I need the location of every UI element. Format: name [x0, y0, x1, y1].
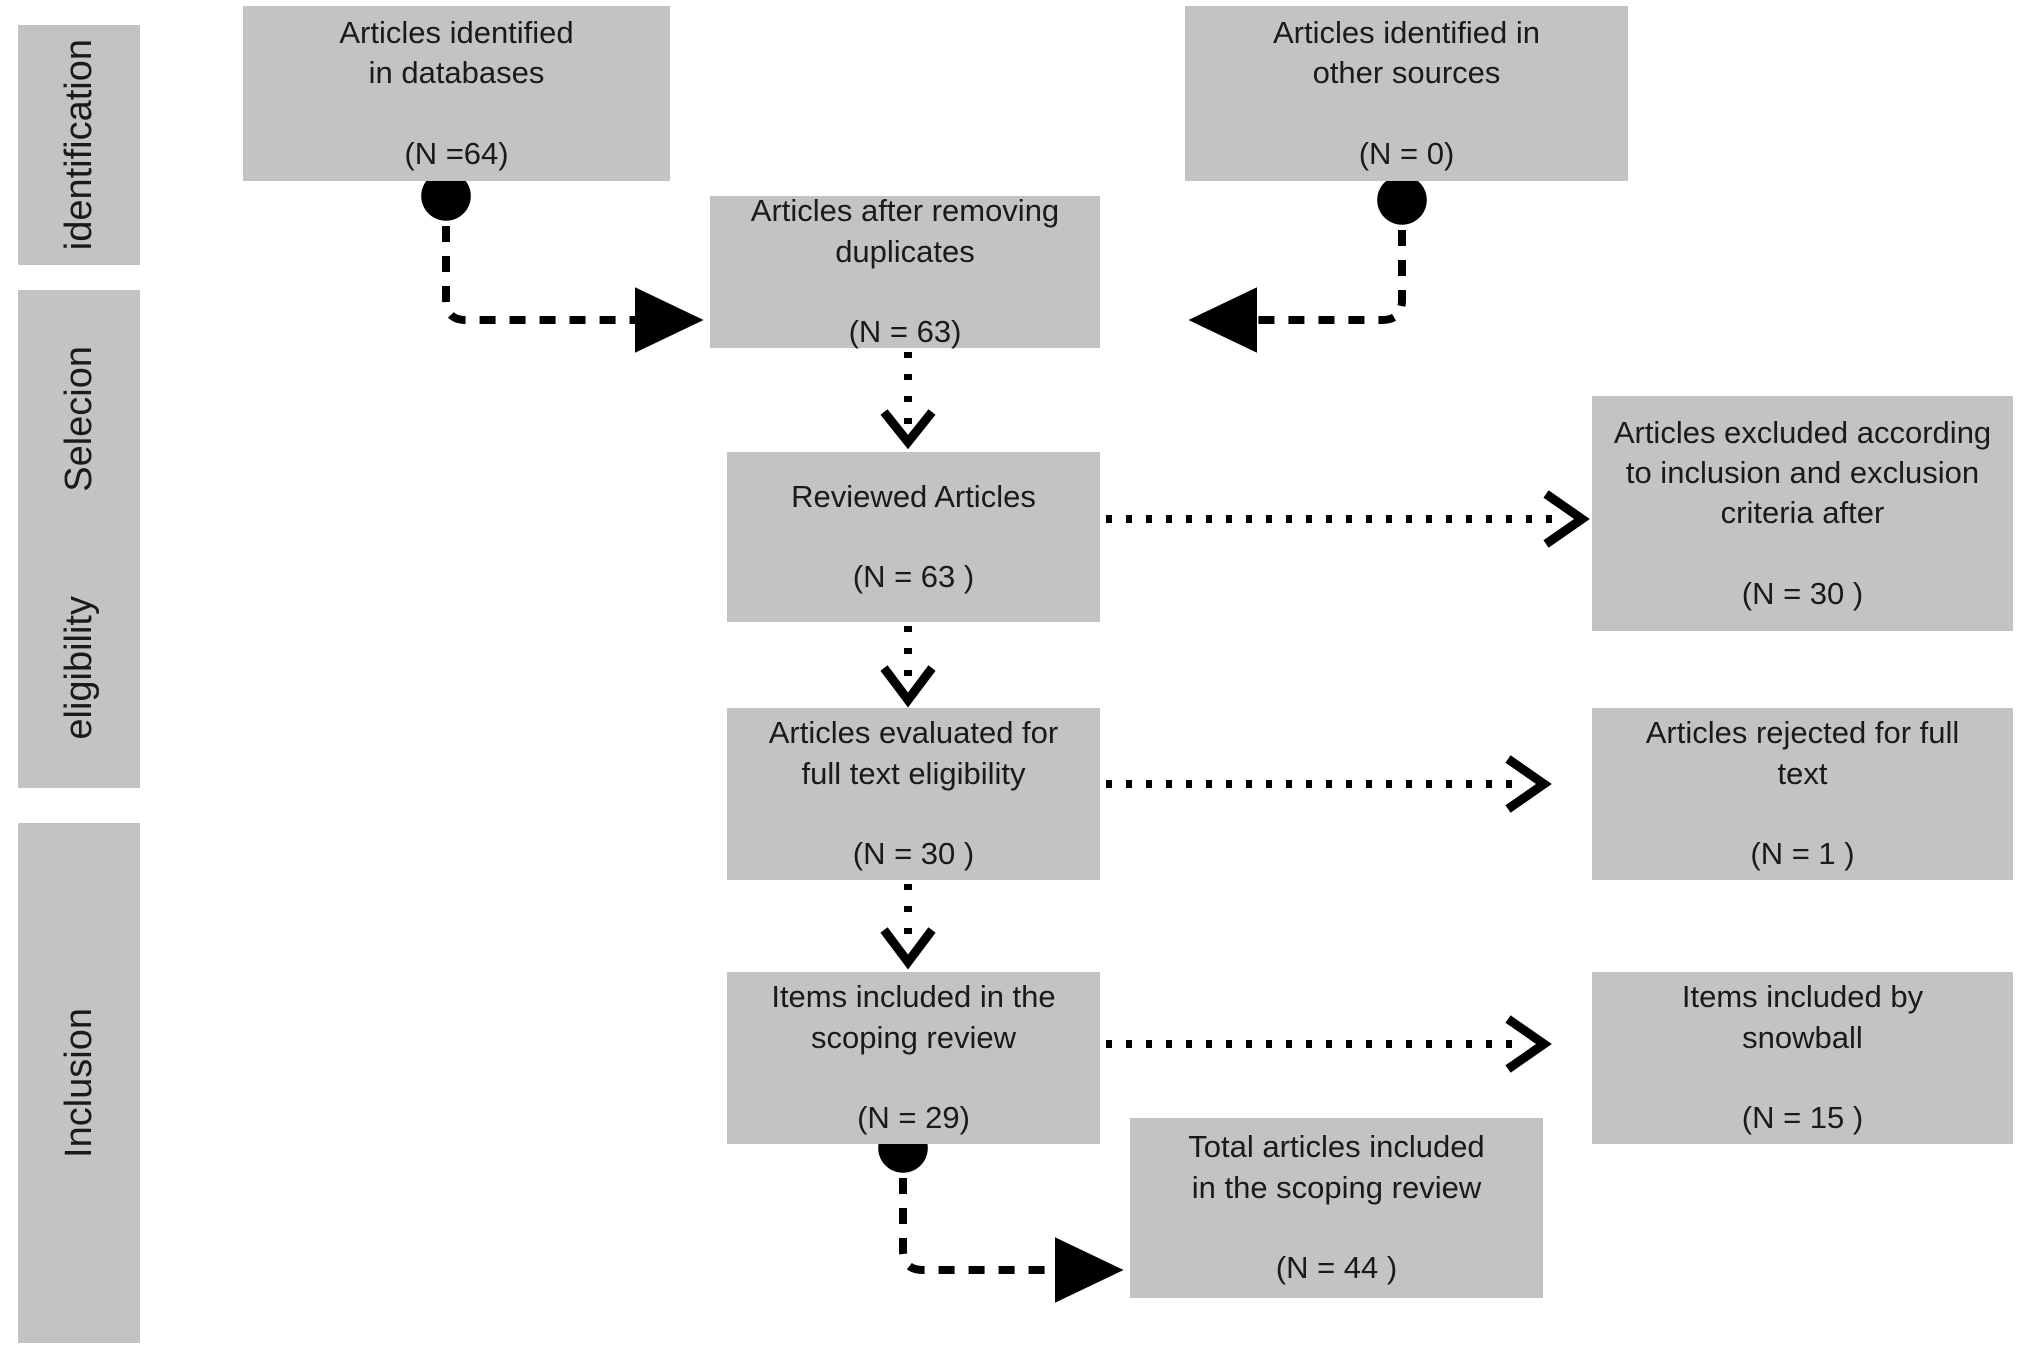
node-items-included-snowball-count: (N = 15 )	[1741, 1100, 1864, 1136]
node-after-removing-duplicates-title: Articles after removing duplicates	[750, 193, 1060, 269]
node-identified-databases-content: Articles identified in databases (N =64)	[339, 0, 573, 214]
stage-label-inclusion-text: Inclusion	[58, 1008, 100, 1158]
connector-evaluated-to-rejected	[1106, 755, 1552, 813]
stage-label-inclusion: Inclusion	[18, 823, 140, 1343]
node-identified-other-sources-content: Articles identified in other sources (N …	[1273, 0, 1540, 214]
stage-label-identification-text: identification	[58, 39, 100, 251]
stage-label-selection-text: Selecion	[58, 346, 100, 492]
node-rejected-full-text-content: Articles rejected for full text (N = 1 )	[1646, 673, 1960, 915]
node-total-articles-included-content: Total articles included in the scoping r…	[1188, 1087, 1484, 1329]
stage-label-identification: identification	[18, 25, 140, 265]
node-evaluated-full-text-title: Articles evaluated for full text eligibi…	[768, 715, 1059, 791]
node-reviewed-articles[interactable]: Reviewed Articles (N = 63 )	[727, 452, 1100, 622]
node-items-included-snowball[interactable]: Items included by snowball (N = 15 )	[1592, 972, 2013, 1144]
node-items-included-scoping-title: Items included in the scoping review	[771, 979, 1056, 1055]
node-identified-other-sources-count: (N = 0)	[1358, 135, 1455, 171]
stage-label-selection: Selecion	[18, 290, 140, 548]
node-items-included-snowball-title: Items included by snowball	[1681, 979, 1924, 1055]
node-evaluated-full-text-count: (N = 30 )	[852, 836, 975, 872]
connector-databases-to-duplicates	[421, 171, 704, 353]
node-identified-databases[interactable]: Articles identified in databases (N =64)	[243, 6, 670, 181]
node-total-articles-included-title: Total articles included in the scoping r…	[1188, 1129, 1485, 1205]
node-evaluated-full-text[interactable]: Articles evaluated for full text eligibi…	[727, 708, 1100, 880]
node-excluded-criteria-title: Articles excluded according to inclusion…	[1613, 414, 1992, 531]
node-rejected-full-text-title: Articles rejected for full text	[1645, 715, 1960, 791]
node-after-removing-duplicates-content: Articles after removing duplicates (N = …	[751, 151, 1059, 393]
node-identified-databases-title: Articles identified in databases	[339, 14, 574, 91]
node-excluded-criteria-count: (N = 30 )	[1741, 575, 1864, 611]
node-after-removing-duplicates[interactable]: Articles after removing duplicates (N = …	[710, 193, 1100, 349]
node-after-removing-duplicates-count: (N = 63)	[848, 314, 962, 350]
node-identified-other-sources-title: Articles identified in other sources	[1272, 14, 1541, 91]
stage-label-eligibility-text: eligibility	[58, 596, 100, 740]
node-items-included-snowball-content: Items included by snowball (N = 15 )	[1682, 937, 1923, 1179]
node-reviewed-articles-content: Reviewed Articles (N = 63 )	[791, 436, 1036, 637]
node-items-included-scoping[interactable]: Items included in the scoping review (N …	[727, 972, 1100, 1144]
node-total-articles-included[interactable]: Total articles included in the scoping r…	[1130, 1118, 1543, 1298]
node-items-included-scoping-content: Items included in the scoping review (N …	[771, 937, 1055, 1179]
node-excluded-criteria-content: Articles excluded according to inclusion…	[1614, 372, 1991, 654]
connector-reviewed-to-excluded	[1106, 490, 1590, 548]
node-rejected-full-text[interactable]: Articles rejected for full text (N = 1 )	[1592, 708, 2013, 880]
node-total-articles-included-count: (N = 44 )	[1275, 1250, 1398, 1286]
node-rejected-full-text-count: (N = 1 )	[1750, 836, 1855, 872]
node-reviewed-articles-count: (N = 63 )	[852, 559, 975, 595]
node-identified-databases-count: (N =64)	[404, 135, 509, 171]
node-items-included-scoping-count: (N = 29)	[857, 1100, 970, 1136]
connector-other-sources-to-duplicates	[1188, 175, 1427, 353]
stage-label-eligibility: eligibility	[18, 548, 140, 788]
connector-included-to-snowball	[1106, 1015, 1552, 1073]
node-reviewed-articles-title: Reviewed Articles	[791, 478, 1036, 514]
node-evaluated-full-text-content: Articles evaluated for full text eligibi…	[769, 673, 1058, 915]
node-excluded-criteria[interactable]: Articles excluded according to inclusion…	[1592, 396, 2013, 631]
node-identified-other-sources[interactable]: Articles identified in other sources (N …	[1185, 6, 1628, 181]
